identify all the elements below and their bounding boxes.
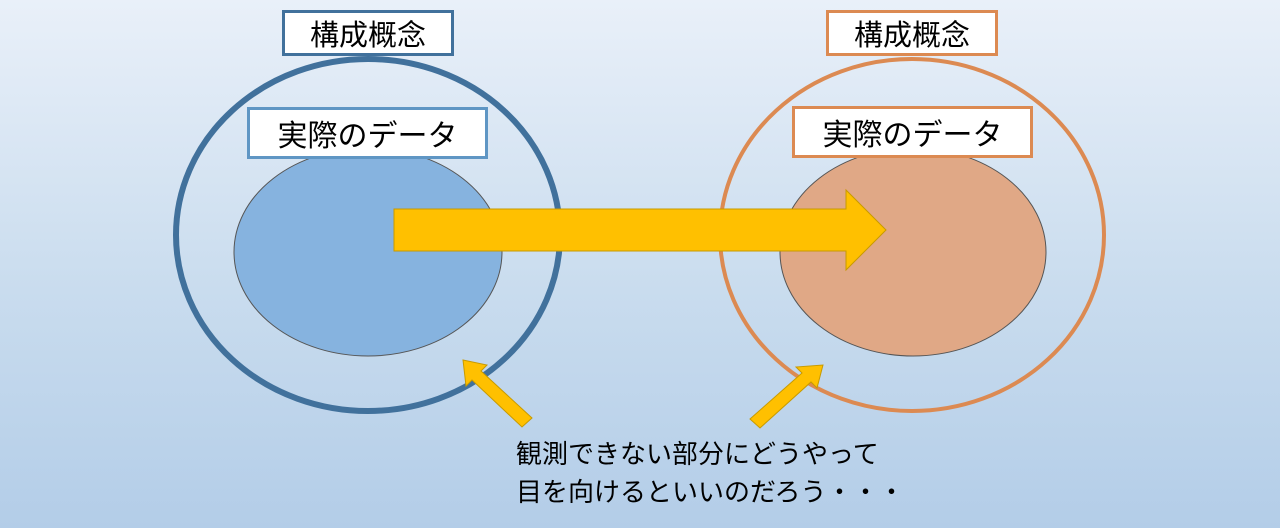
left-concept-label: 構成概念 — [282, 10, 454, 56]
right-pointer-arrow — [749, 364, 824, 429]
caption-text: 観測できない部分にどうやって 目を向けるといいのだろう・・・ — [516, 436, 946, 512]
main-arrow — [393, 188, 887, 272]
right-concept-label: 構成概念 — [826, 10, 998, 56]
left-data-label: 実際のデータ — [247, 107, 488, 159]
caption-line-1: 観測できない部分にどうやって — [516, 440, 879, 470]
caption-line-2: 目を向けるといいのだろう・・・ — [516, 478, 905, 508]
left-pointer-arrow — [462, 359, 533, 428]
right-data-circle — [779, 147, 1047, 357]
right-data-label: 実際のデータ — [792, 106, 1033, 158]
left-data-circle — [233, 147, 503, 357]
